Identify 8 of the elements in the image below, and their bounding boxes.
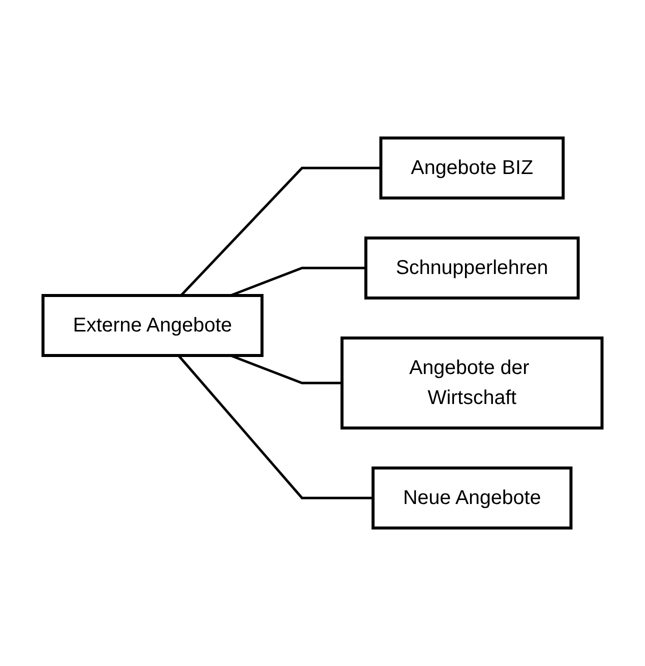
connector (178, 354, 374, 500)
node-box: Angebote BIZ (379, 136, 565, 200)
connector (180, 166, 381, 296)
node-box: Angebote der Wirtschaft (340, 336, 604, 430)
connector (230, 266, 366, 297)
node-box: Schnupperlehren (364, 236, 580, 300)
node-box: Neue Angebote (372, 466, 572, 530)
node-box: Externe Angebote (41, 294, 264, 357)
